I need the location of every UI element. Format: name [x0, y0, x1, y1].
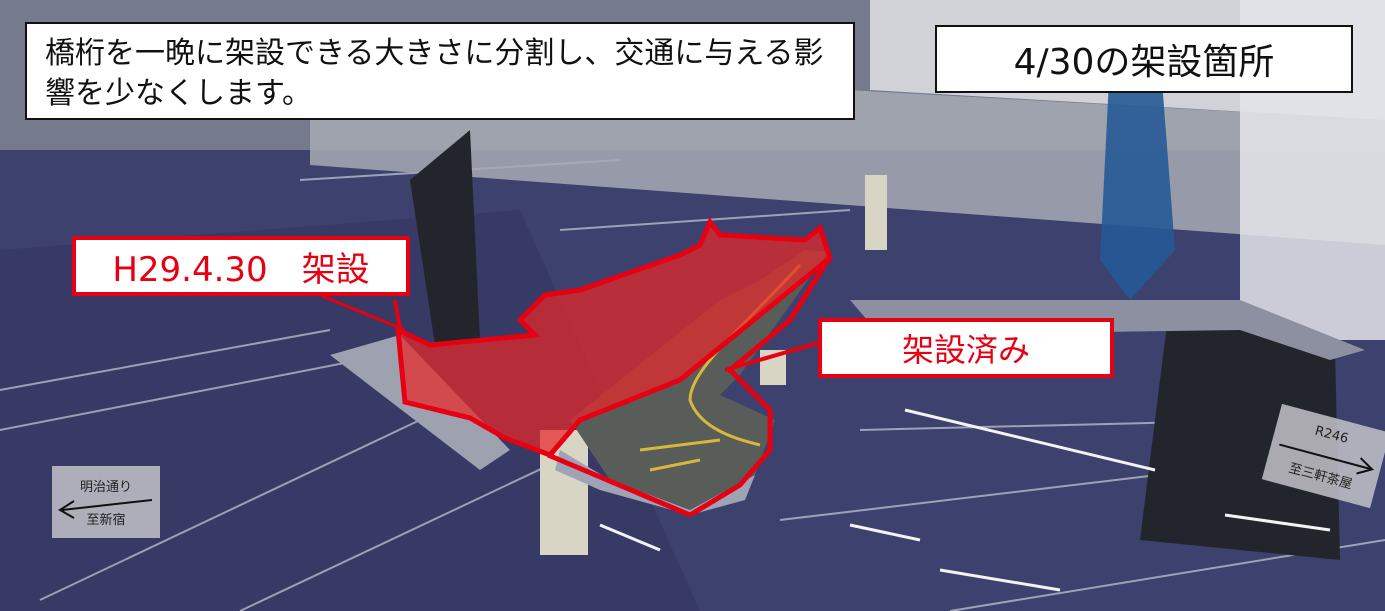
page-title: 4/30の架設箇所 [1013, 42, 1275, 83]
completed-label: 架設済み [818, 318, 1114, 378]
erection-date-label: H29.4.30 架設 [72, 236, 410, 296]
right-arrow-icon [1279, 443, 1375, 475]
erection-date-text: H29.4.30 架設 [112, 249, 370, 290]
left-arrow-icon [58, 499, 153, 519]
direction-sign-right: R246 至三軒茶屋 [1261, 403, 1385, 509]
sign-left-destination: 至新宿 [86, 513, 126, 528]
completed-text: 架設済み [901, 331, 1030, 369]
title-callout: 4/30の架設箇所 [935, 25, 1353, 93]
description-callout: 橋桁を一晩に架設できる大きさに分割し、交通に与える影響を少なくします。 [25, 22, 855, 120]
sign-left-road: 明治通り [79, 480, 132, 495]
description-text: 橋桁を一晩に架設できる大きさに分割し、交通に与える影響を少なくします。 [45, 36, 824, 111]
direction-sign-left: 明治通り 至新宿 [52, 466, 160, 538]
